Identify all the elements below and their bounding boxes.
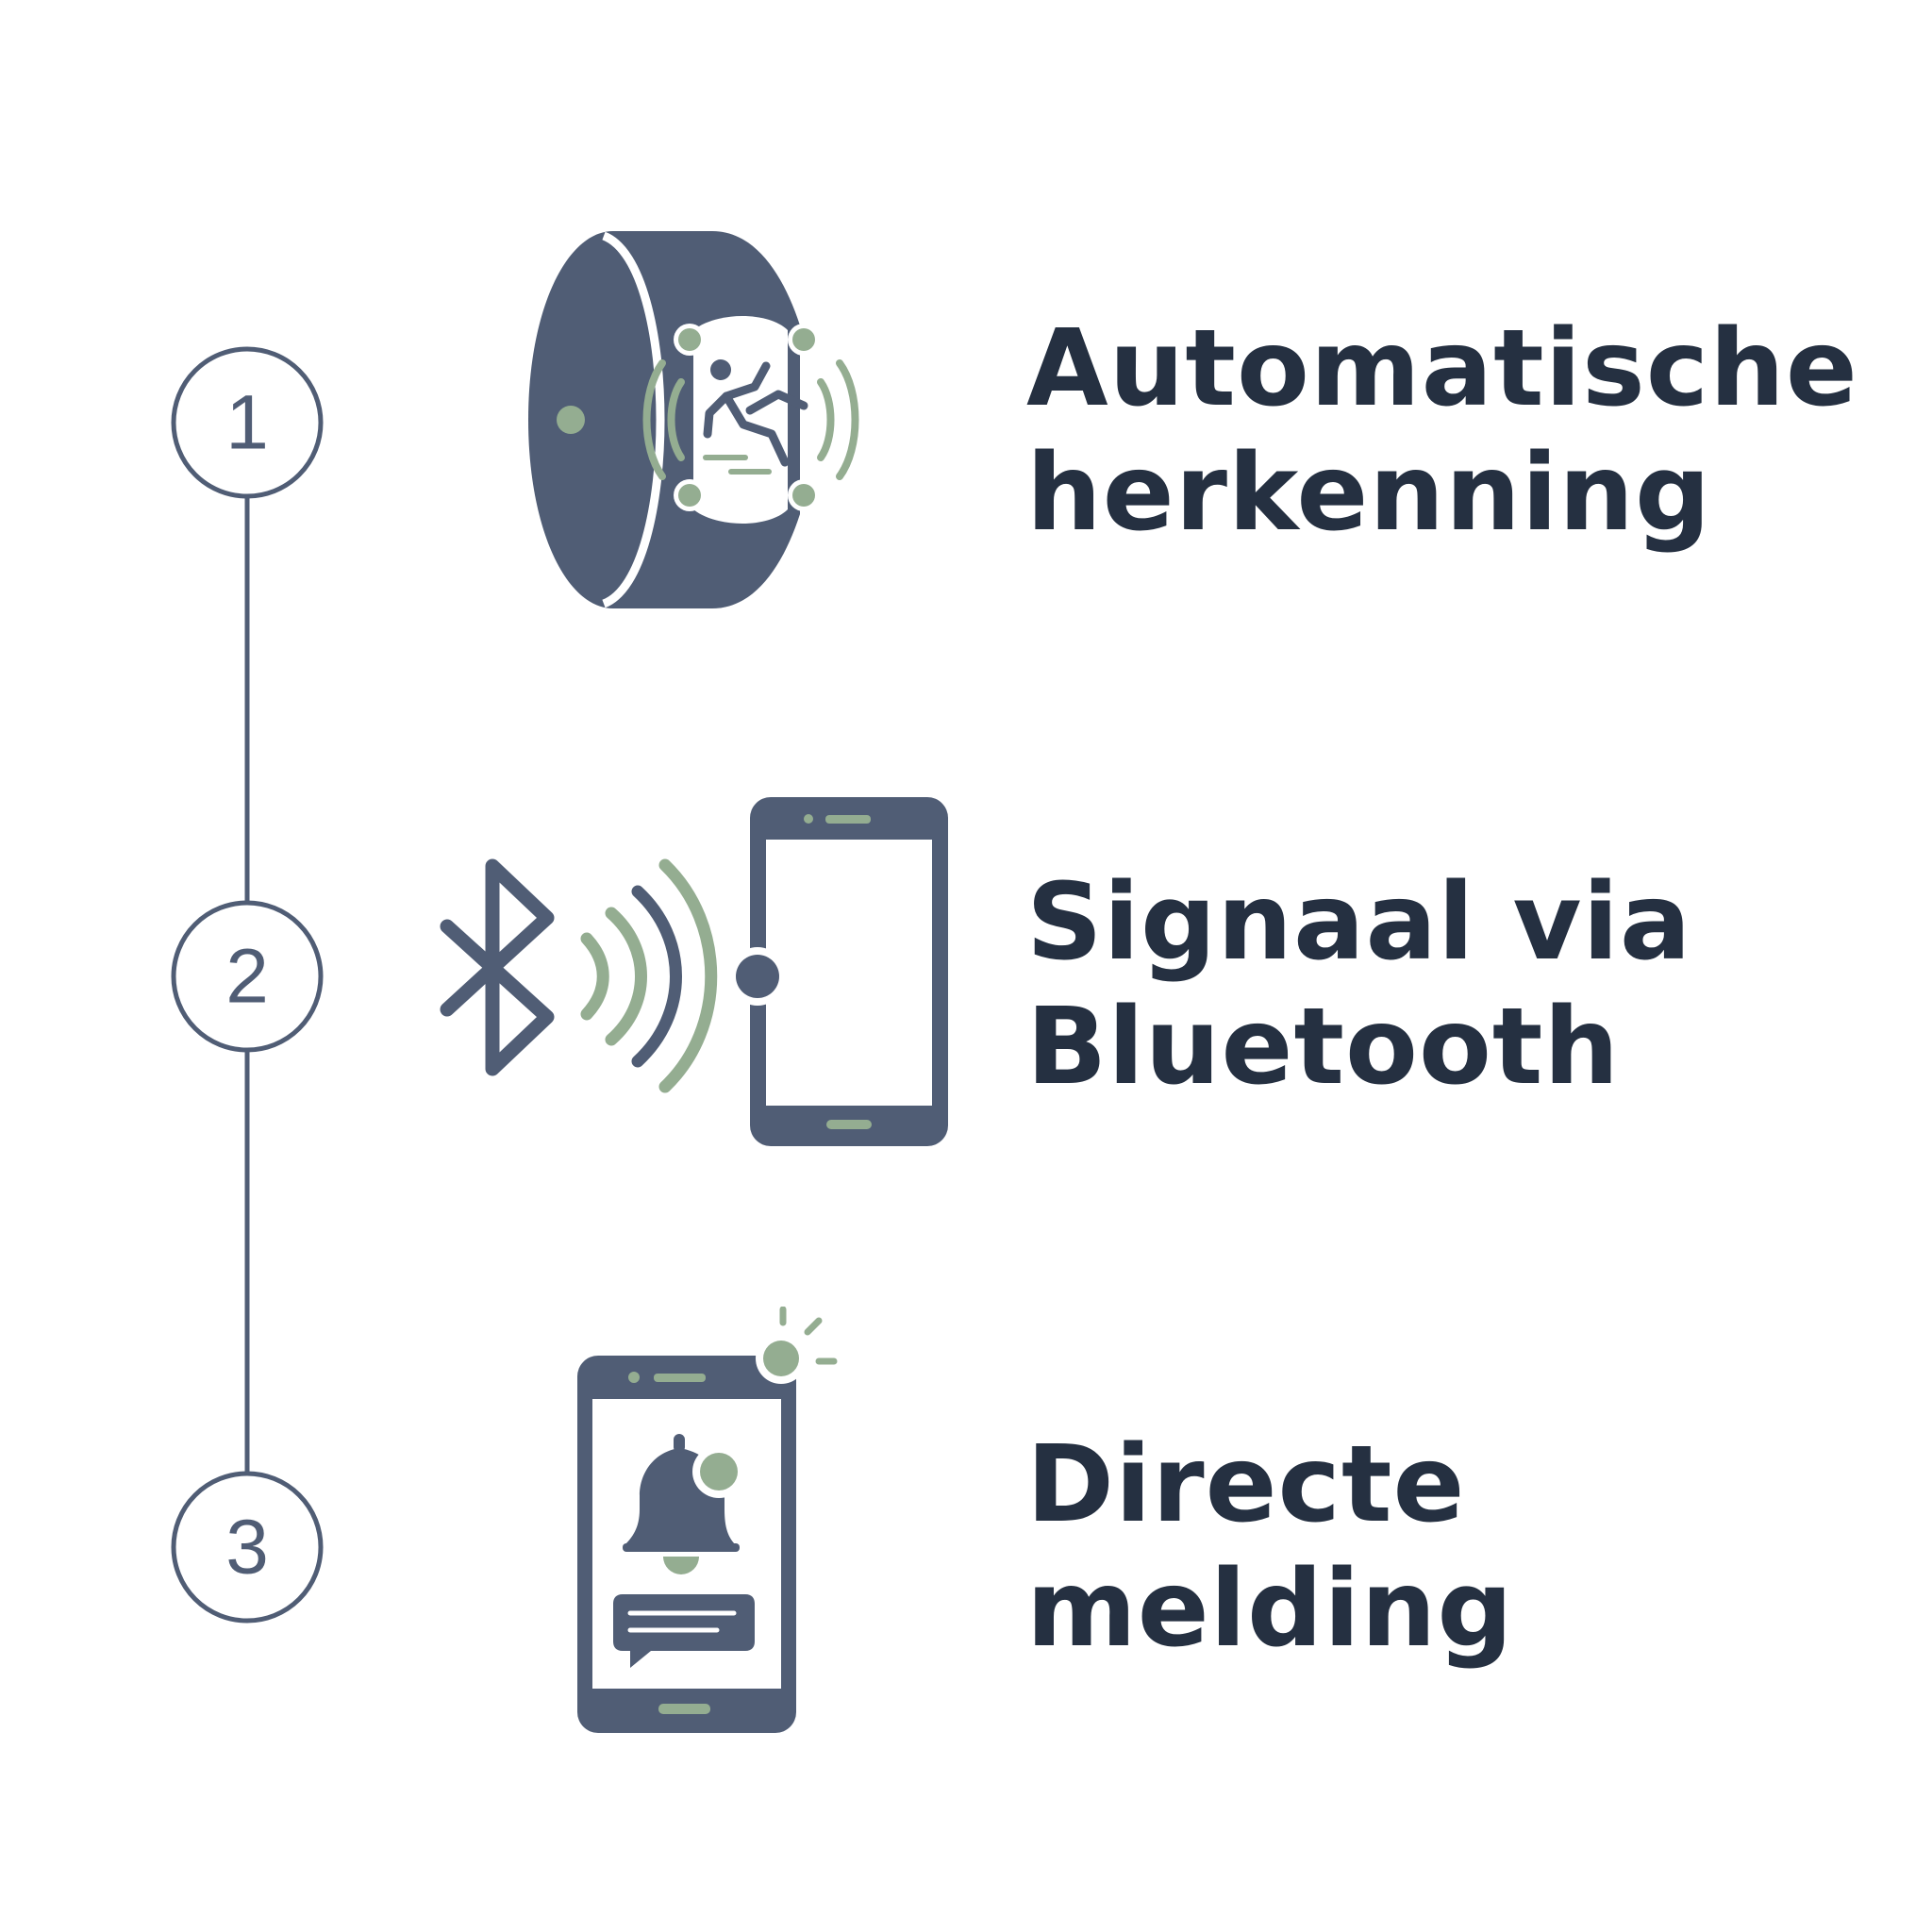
step-3-title-line-2: melding [1026, 1548, 1514, 1671]
step-3-number: 3 [225, 1505, 269, 1591]
step-2-title-line-1: Signaal via [1026, 861, 1692, 984]
step-2-number: 2 [225, 934, 269, 1020]
step-1-marker: 1 [171, 346, 324, 499]
step-3-circle [171, 1471, 324, 1624]
step-3-marker: 3 [171, 1471, 324, 1624]
step-1-number: 1 [225, 380, 269, 466]
step-2-circle [171, 900, 324, 1053]
step-1-title: Automatische herkenning [1026, 307, 1858, 556]
step-3-title-line-1: Directe [1026, 1424, 1466, 1546]
step-1-circle [171, 346, 324, 499]
wristband-fall-detection-icon [528, 231, 859, 608]
step-3-title: Directe melding [1026, 1423, 1514, 1672]
step-2-title-line-2: Bluetooth [1026, 986, 1621, 1108]
step-1-title-line-2: herkenning [1026, 432, 1712, 555]
step-1-title-line-1: Automatische [1026, 308, 1858, 430]
step-2-title: Signaal via Bluetooth [1026, 860, 1691, 1109]
step-2-marker: 2 [171, 900, 324, 1053]
phone-notification-bell-icon [577, 1307, 838, 1733]
bluetooth-icon [440, 858, 555, 1076]
bluetooth-to-phone-icon [440, 797, 948, 1146]
